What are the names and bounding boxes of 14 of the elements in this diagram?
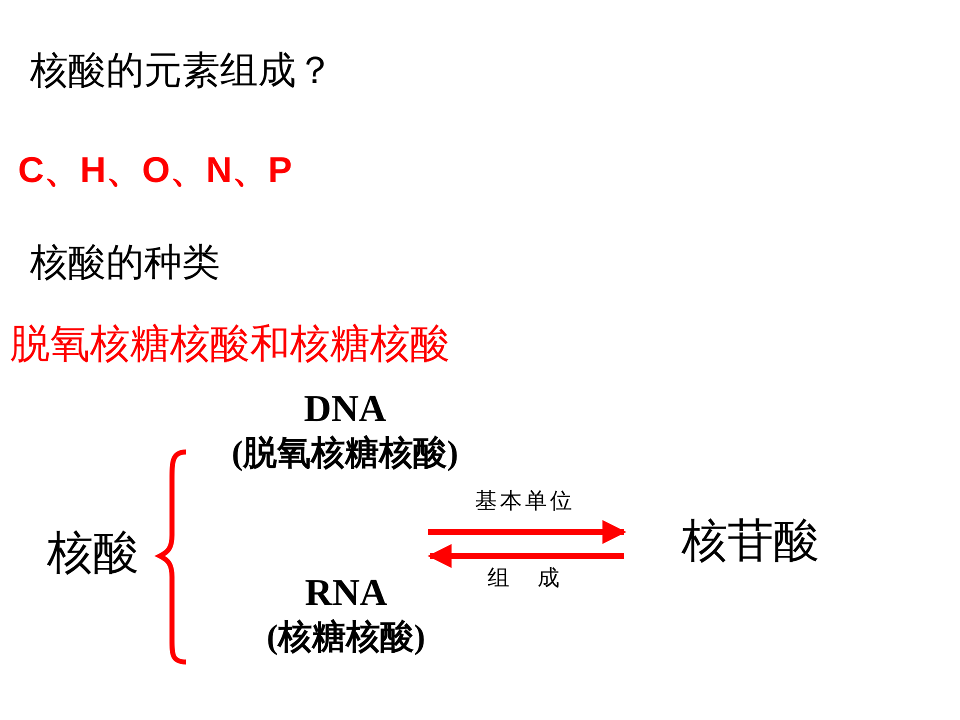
heading-text: 核酸的元素组成？ — [30, 50, 334, 92]
node-label: 核苷酸 — [668, 510, 833, 570]
node-label: 核酸 — [38, 524, 148, 580]
full-name-label: (脱氧核糖核酸) — [230, 434, 460, 474]
edge-label: 组 成 — [486, 567, 564, 592]
edge-label: 基本单位 — [474, 490, 576, 514]
arrow — [428, 544, 624, 568]
full-name-label: (核糖核酸) — [266, 618, 426, 658]
arrow — [428, 520, 626, 544]
element-list: C、H、O、N、P — [18, 150, 292, 190]
highlighted-text: 脱氧核糖核酸和核糖核酸 — [10, 322, 450, 366]
heading-text: 核酸的种类 — [30, 242, 220, 284]
acronym-label: RNA — [304, 572, 388, 614]
acronym-label: DNA — [302, 388, 388, 430]
